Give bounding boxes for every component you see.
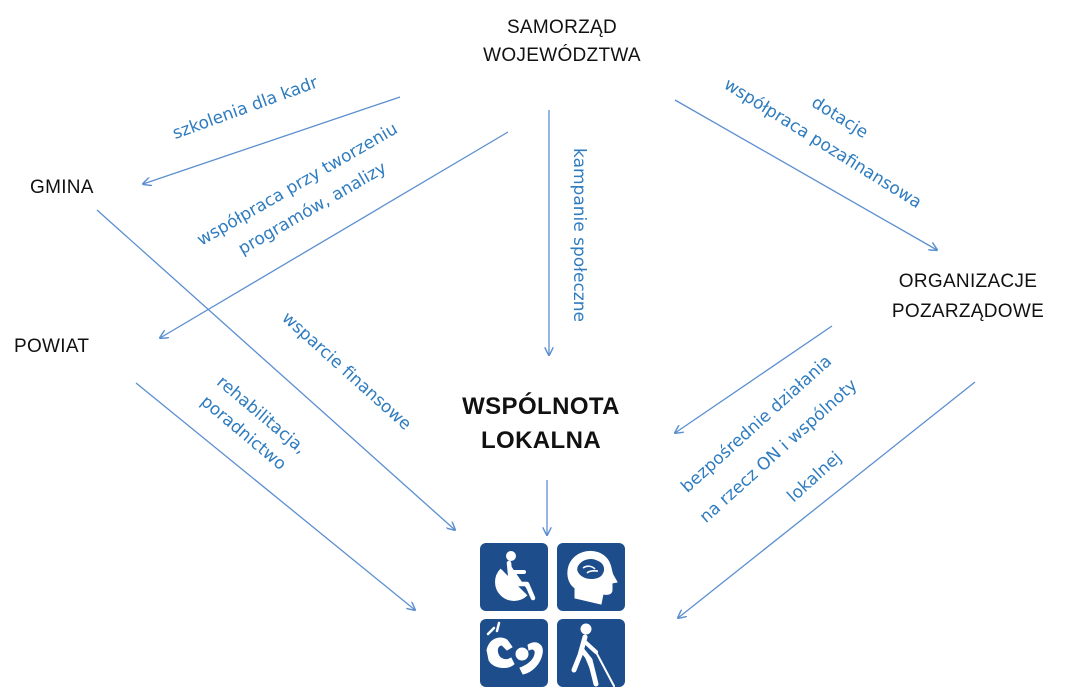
label-bezposrednie-line3: lokalnej [784,448,846,507]
disability-icons [480,543,625,687]
node-samorzad-line2: WOJEWÓDZTWA [483,44,641,66]
node-wspolnota-line1: WSPÓLNOTA [462,392,620,420]
arrow-organizacje-icons [678,381,976,618]
sign-language-icon [480,619,548,687]
label-szkolenia: szkolenia dla kadr [170,73,321,144]
node-powiat: POWIAT [14,336,89,357]
arrow-powiat-icons [135,382,415,610]
arrow-organizacje-wspolnota [675,325,833,433]
arrow-gmina-icons [96,209,455,530]
wheelchair-icon [480,543,548,611]
node-gmina: GMINA [30,177,94,198]
node-organizacje-line2: POZARZĄDOWE [892,301,1044,322]
node-wspolnota-line2: LOKALNA [481,427,601,454]
label-wsparcie: wsparcie finansowe [278,308,415,434]
label-kampanie: kampanie społeczne [569,148,589,322]
node-organizacje-line1: ORGANIZACJE [899,271,1037,292]
arrow-samorzad-organizacje [674,99,937,250]
blind-cane-icon [557,619,625,687]
arrow-samorzad-powiat [160,131,509,338]
node-samorzad-line1: SAMORZĄD [507,17,617,38]
head-brain-icon [557,543,625,611]
arrow-samorzad-gmina [143,96,401,184]
